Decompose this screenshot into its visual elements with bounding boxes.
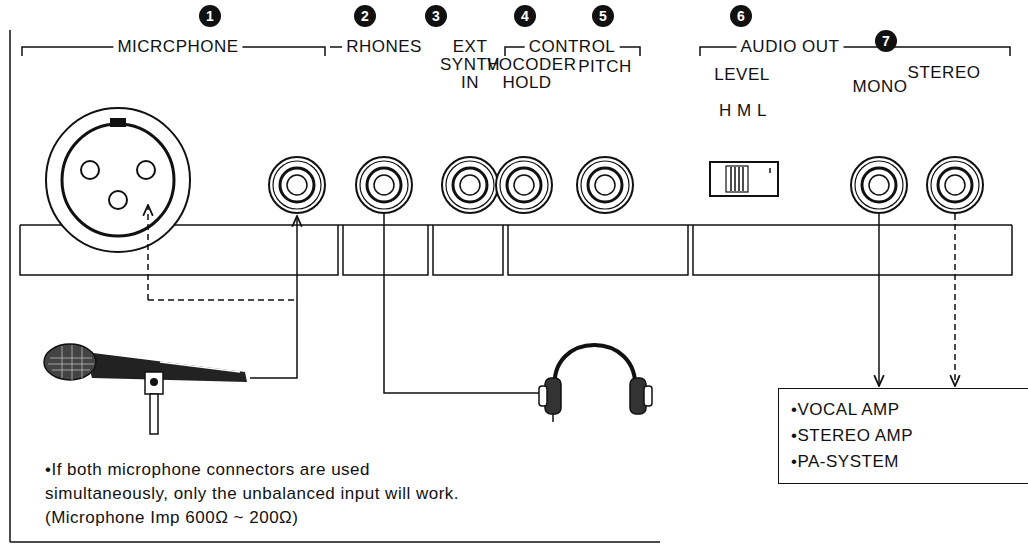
switch-position-label: H M L bbox=[719, 102, 767, 120]
equipment-item: •STEREO AMP bbox=[791, 423, 1016, 449]
group-label: AUDIO OUT bbox=[737, 38, 844, 56]
jack-sockets bbox=[269, 157, 983, 213]
level-switch bbox=[710, 162, 778, 196]
microphone bbox=[44, 344, 247, 434]
connector-label: MICRCPHONE bbox=[113, 38, 242, 56]
headphones bbox=[539, 345, 652, 422]
callout-number: 7 bbox=[875, 30, 897, 52]
callout-number: 1 bbox=[199, 5, 221, 27]
callout-number: 2 bbox=[354, 5, 376, 27]
xlr-connector bbox=[46, 108, 190, 252]
connector-label: VOCODER HOLD bbox=[487, 56, 567, 92]
equipment-item: •VOCAL AMP bbox=[791, 397, 1016, 423]
connector-label: RHONES bbox=[342, 38, 426, 56]
callout-number: 5 bbox=[592, 5, 614, 27]
note-text: •If both microphone connectors are used … bbox=[45, 458, 485, 530]
connector-label: PITCH bbox=[578, 58, 632, 76]
headphone-cable bbox=[384, 212, 540, 393]
audio-out-wiring bbox=[879, 214, 955, 386]
mic-wiring bbox=[148, 205, 297, 378]
equipment-box: •VOCAL AMP•STEREO AMP•PA-SYSTEM bbox=[778, 388, 1028, 484]
equipment-item: •PA-SYSTEM bbox=[791, 449, 1016, 475]
switch-label: LEVEL bbox=[714, 66, 769, 84]
group-label: CONTROL bbox=[525, 38, 620, 56]
callout-number: 6 bbox=[730, 5, 752, 27]
connector-label: MONO bbox=[853, 78, 908, 96]
callout-number: 3 bbox=[425, 5, 447, 27]
compartment-lines bbox=[20, 225, 1012, 275]
connector-label: STEREO bbox=[904, 64, 985, 82]
callout-number: 4 bbox=[514, 5, 536, 27]
frame bbox=[10, 30, 660, 542]
